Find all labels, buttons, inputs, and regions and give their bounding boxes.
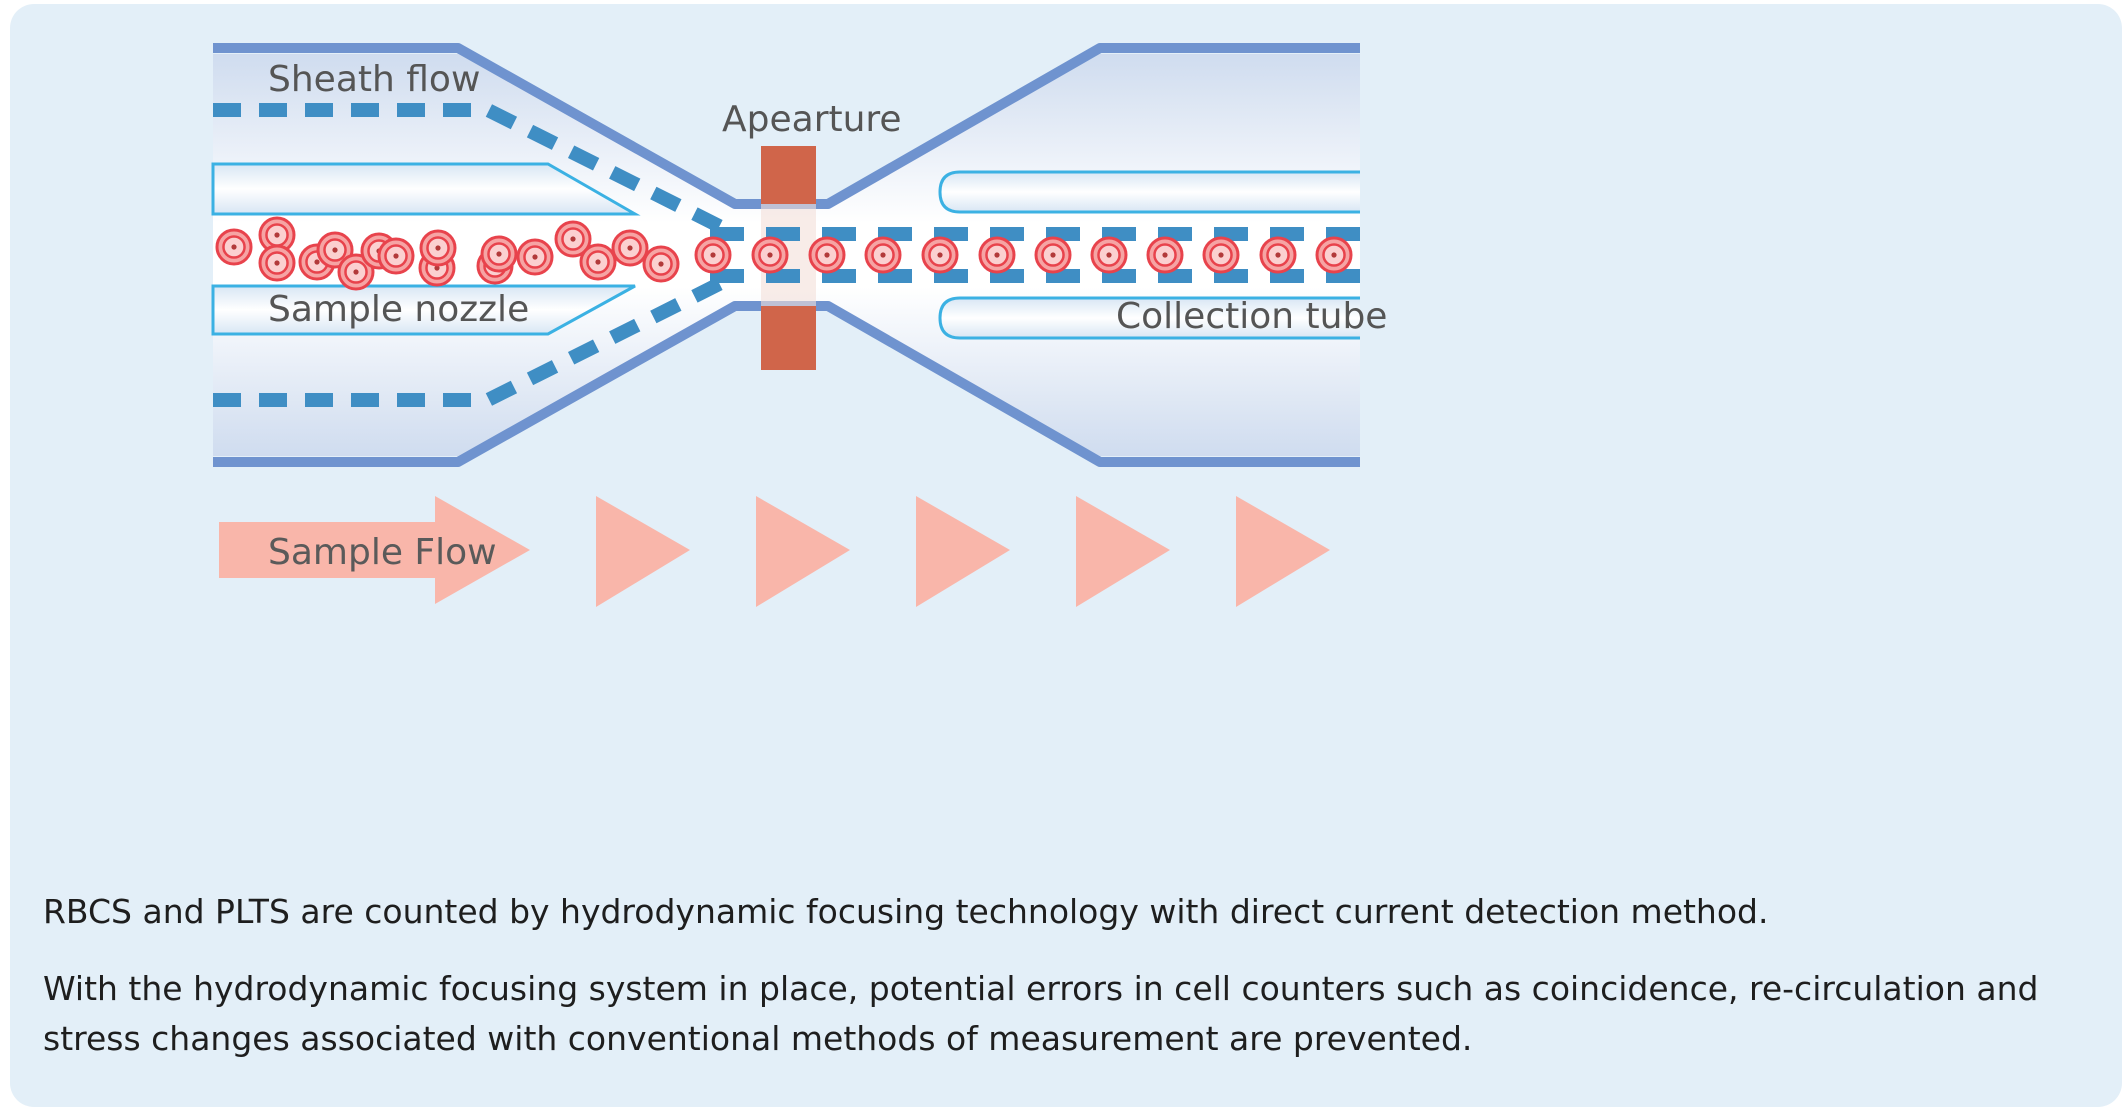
red-blood-cell [642, 245, 680, 283]
red-blood-cell [1090, 236, 1128, 274]
flow-arrowhead-4 [1076, 496, 1170, 607]
red-blood-cell [337, 253, 375, 291]
hydrodynamic-focusing-diagram: Sheath flow Apearture Sample nozzle Coll… [211, 43, 1387, 607]
red-blood-cell [751, 236, 789, 274]
flow-arrowhead-1 [596, 496, 690, 607]
sample-nozzle-label: Sample nozzle [268, 289, 529, 330]
collection-tube-label: Collection tube [1116, 296, 1387, 337]
flow-arrowhead-5 [1236, 496, 1330, 607]
diagram-panel: Sheath flow Apearture Sample nozzle Coll… [10, 4, 2122, 1107]
red-blood-cell [808, 236, 846, 274]
cell-single-file [694, 236, 1353, 274]
red-blood-cell [864, 236, 902, 274]
red-blood-cell [480, 235, 518, 273]
sheath-flow-label: Sheath flow [268, 59, 480, 100]
red-blood-cell [1034, 236, 1072, 274]
red-blood-cell [258, 244, 296, 282]
sample-flow-label: Sample Flow [268, 532, 497, 573]
red-blood-cell [516, 238, 554, 276]
red-blood-cell [694, 236, 732, 274]
flow-arrowhead-3 [916, 496, 1010, 607]
flow-arrowhead-2 [756, 496, 850, 607]
red-blood-cell [1146, 236, 1184, 274]
red-blood-cell [611, 229, 649, 267]
red-blood-cell [978, 236, 1016, 274]
red-blood-cell [377, 237, 415, 275]
red-blood-cell [258, 216, 296, 254]
cell-cluster [215, 216, 680, 291]
sample-nozzle-lower [211, 284, 636, 336]
caption-focusing-benefits: With the hydrodynamic focusing system in… [43, 969, 2039, 1058]
collection-tube-lower [938, 296, 1360, 340]
aperture-block-bottom [761, 306, 816, 370]
sample-nozzle-upper [211, 162, 641, 216]
red-blood-cell [1259, 236, 1297, 274]
red-blood-cell [419, 229, 457, 267]
caption-counting-method: RBCS and PLTS are counted by hydrodynami… [43, 892, 1769, 931]
red-blood-cell [921, 236, 959, 274]
red-blood-cell [554, 220, 592, 258]
collection-tube-upper [938, 170, 1360, 214]
aperture-block-top [761, 146, 816, 204]
red-blood-cell [1202, 236, 1240, 274]
red-blood-cell [579, 243, 617, 281]
aperture-label: Apearture [722, 99, 902, 140]
red-blood-cell [1315, 236, 1353, 274]
red-blood-cell [215, 228, 253, 266]
sample-flow-arrow [219, 496, 530, 604]
